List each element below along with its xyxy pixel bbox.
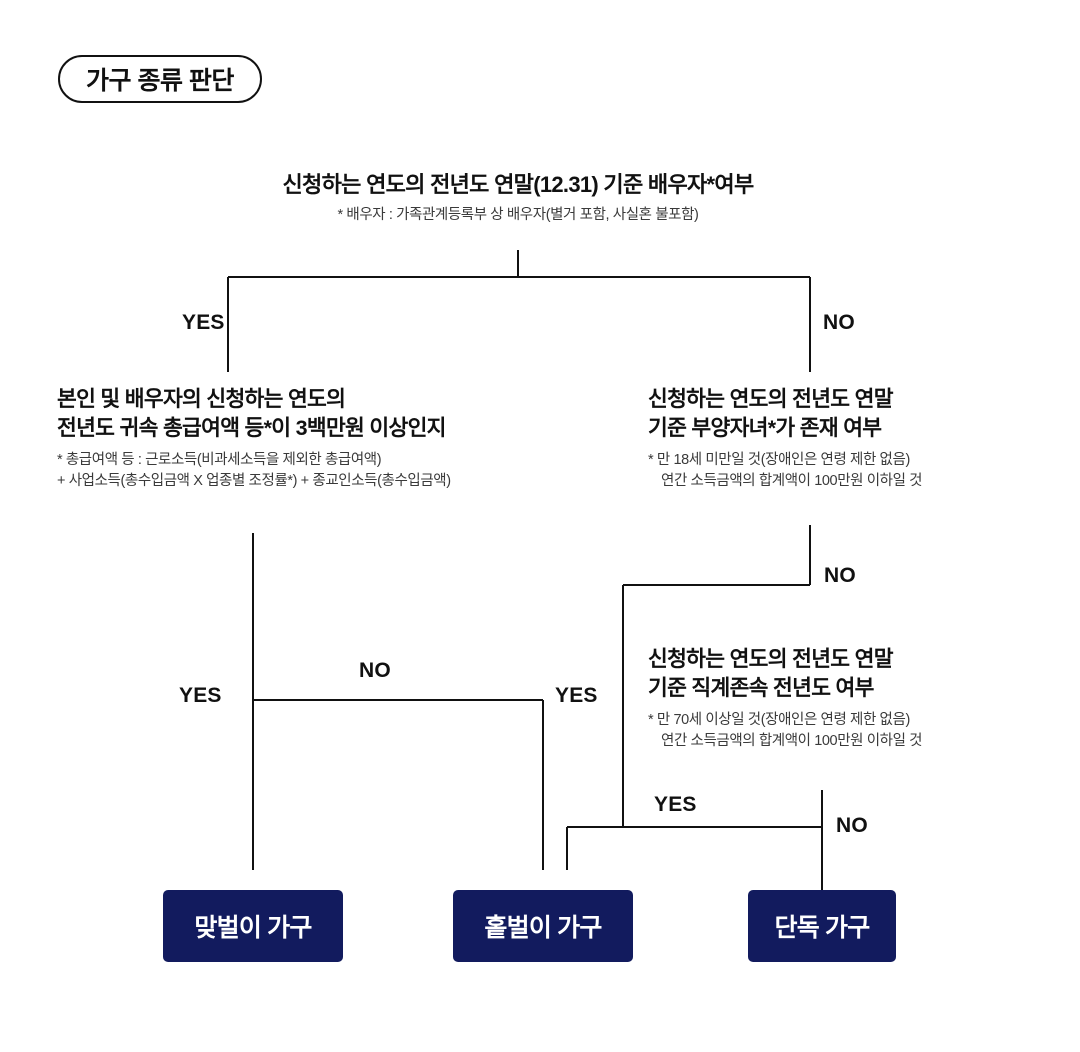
question-spouse-income-note-line2: + 사업소득(총수입금액 X 업종별 조정률*) + 종교인소득(총수입금액) xyxy=(57,472,451,489)
edge-label-root-yes: YES xyxy=(182,311,225,334)
question-dependent-child-note-line1: * 만 18세 미만일 것(장애인은 연령 제한 없음) xyxy=(648,451,910,468)
edge-label-dependent-child-no: NO xyxy=(824,564,856,587)
result-single-person-label: 단독 가구 xyxy=(774,914,871,942)
edge-label-lineal-no: NO xyxy=(836,814,868,837)
question-lineal-ascendant-title-line1: 신청하는 연도의 전년도 연말 xyxy=(648,647,893,671)
result-single-income-label: 홑벌이 가구 xyxy=(484,914,602,942)
edge-label-root-no: NO xyxy=(823,311,855,334)
question-lineal-ascendant: 신청하는 연도의 전년도 연말 기준 직계존속 전년도 여부 * 만 70세 이… xyxy=(648,645,923,752)
edge-label-lineal-yes: YES xyxy=(654,793,697,816)
question-spouse-income-title-line1: 본인 및 배우자의 신청하는 연도의 xyxy=(57,387,346,411)
question-root-note: * 배우자 : 가족관계등록부 상 배우자(별거 포함, 사실혼 불포함) xyxy=(228,205,808,226)
page-title-badge: 가구 종류 판단 xyxy=(58,55,262,103)
question-spouse-income: 본인 및 배우자의 신청하는 연도의 전년도 귀속 총급여액 등*이 3백만원 … xyxy=(57,385,451,492)
question-dependent-child-note-line2: 연간 소득금액의 합계액이 100만원 이하일 것 xyxy=(661,472,923,489)
edge-label-spouse-income-yes: YES xyxy=(179,684,222,707)
edge-label-spouse-income-no: NO xyxy=(359,659,391,682)
question-root-title: 신청하는 연도의 전년도 연말(12.31) 기준 배우자*여부 xyxy=(282,172,755,197)
result-single-person[interactable]: 단독 가구 xyxy=(748,890,896,962)
question-dependent-child-title-line1: 신청하는 연도의 전년도 연말 xyxy=(648,387,893,411)
question-dependent-child-title-line2: 기준 부양자녀*가 존재 여부 xyxy=(648,415,882,440)
result-single-income[interactable]: 홑벌이 가구 xyxy=(453,890,633,962)
question-lineal-ascendant-title-line2: 기준 직계존속 전년도 여부 xyxy=(648,675,874,700)
page-title: 가구 종류 판단 xyxy=(86,67,234,95)
result-dual-income-label: 맞벌이 가구 xyxy=(194,914,312,942)
question-spouse-income-note-line1: * 총급여액 등 : 근로소득(비과세소득을 제외한 총급여액) xyxy=(57,451,382,468)
result-dual-income[interactable]: 맞벌이 가구 xyxy=(163,890,343,962)
question-root-note-line1: * 배우자 : 가족관계등록부 상 배우자(별거 포함, 사실혼 불포함) xyxy=(337,207,699,224)
question-dependent-child: 신청하는 연도의 전년도 연말 기준 부양자녀*가 존재 여부 * 만 18세 … xyxy=(648,385,923,492)
question-lineal-ascendant-note: * 만 70세 이상일 것(장애인은 연령 제한 없음) 연간 소득금액의 합계… xyxy=(648,710,923,752)
question-spouse-income-title-line2: 전년도 귀속 총급여액 등*이 3백만원 이상인지 xyxy=(57,415,446,440)
question-spouse-income-note: * 총급여액 등 : 근로소득(비과세소득을 제외한 총급여액) + 사업소득(… xyxy=(57,450,451,492)
question-dependent-child-note: * 만 18세 미만일 것(장애인은 연령 제한 없음) 연간 소득금액의 합계… xyxy=(648,450,923,492)
question-lineal-ascendant-note-line2: 연간 소득금액의 합계액이 100만원 이하일 것 xyxy=(661,732,923,749)
question-lineal-ascendant-note-line1: * 만 70세 이상일 것(장애인은 연령 제한 없음) xyxy=(648,711,910,728)
edge-label-dependent-child-yes: YES xyxy=(555,684,598,707)
question-root: 신청하는 연도의 전년도 연말(12.31) 기준 배우자*여부 * 배우자 :… xyxy=(228,170,808,226)
